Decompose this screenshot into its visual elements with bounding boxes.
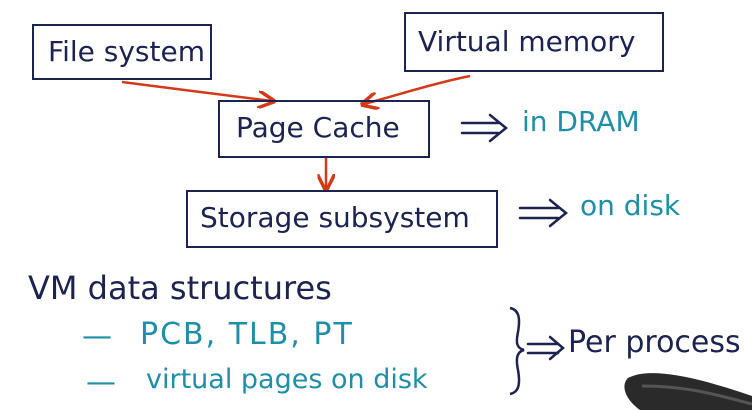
virtual-memory-label: Virtual memory	[418, 25, 636, 58]
virtual-memory-box: Virtual memory	[404, 12, 664, 72]
vm-item-bullet-2: —	[86, 365, 116, 400]
file-system-box: File system	[32, 24, 212, 80]
page-cache-box: Page Cache	[218, 100, 430, 158]
implies-arrow-dram	[460, 113, 508, 143]
vm-item-pcb-tlb-pt: PCB, TLB, PT	[140, 317, 354, 352]
vm-item-bullet-1: —	[82, 319, 112, 354]
per-process-label: Per process	[568, 325, 741, 360]
storage-subsystem-label: Storage subsystem	[200, 201, 470, 234]
storage-subsystem-box: Storage subsystem	[186, 190, 498, 248]
note-on-disk: on disk	[580, 189, 681, 222]
vm-item-virtual-pages: virtual pages on disk	[146, 364, 428, 395]
vm-heading: VM data structures	[28, 269, 332, 307]
implies-arrow-process	[526, 335, 565, 361]
page-cache-label: Page Cache	[236, 111, 400, 144]
note-in-dram: in DRAM	[522, 105, 640, 138]
implies-arrow-disk	[518, 198, 568, 228]
curly-brace	[509, 306, 525, 396]
arrow-file-system-to-page-cache	[121, 80, 272, 101]
file-system-label: File system	[48, 35, 205, 68]
pen-icon	[624, 373, 752, 410]
